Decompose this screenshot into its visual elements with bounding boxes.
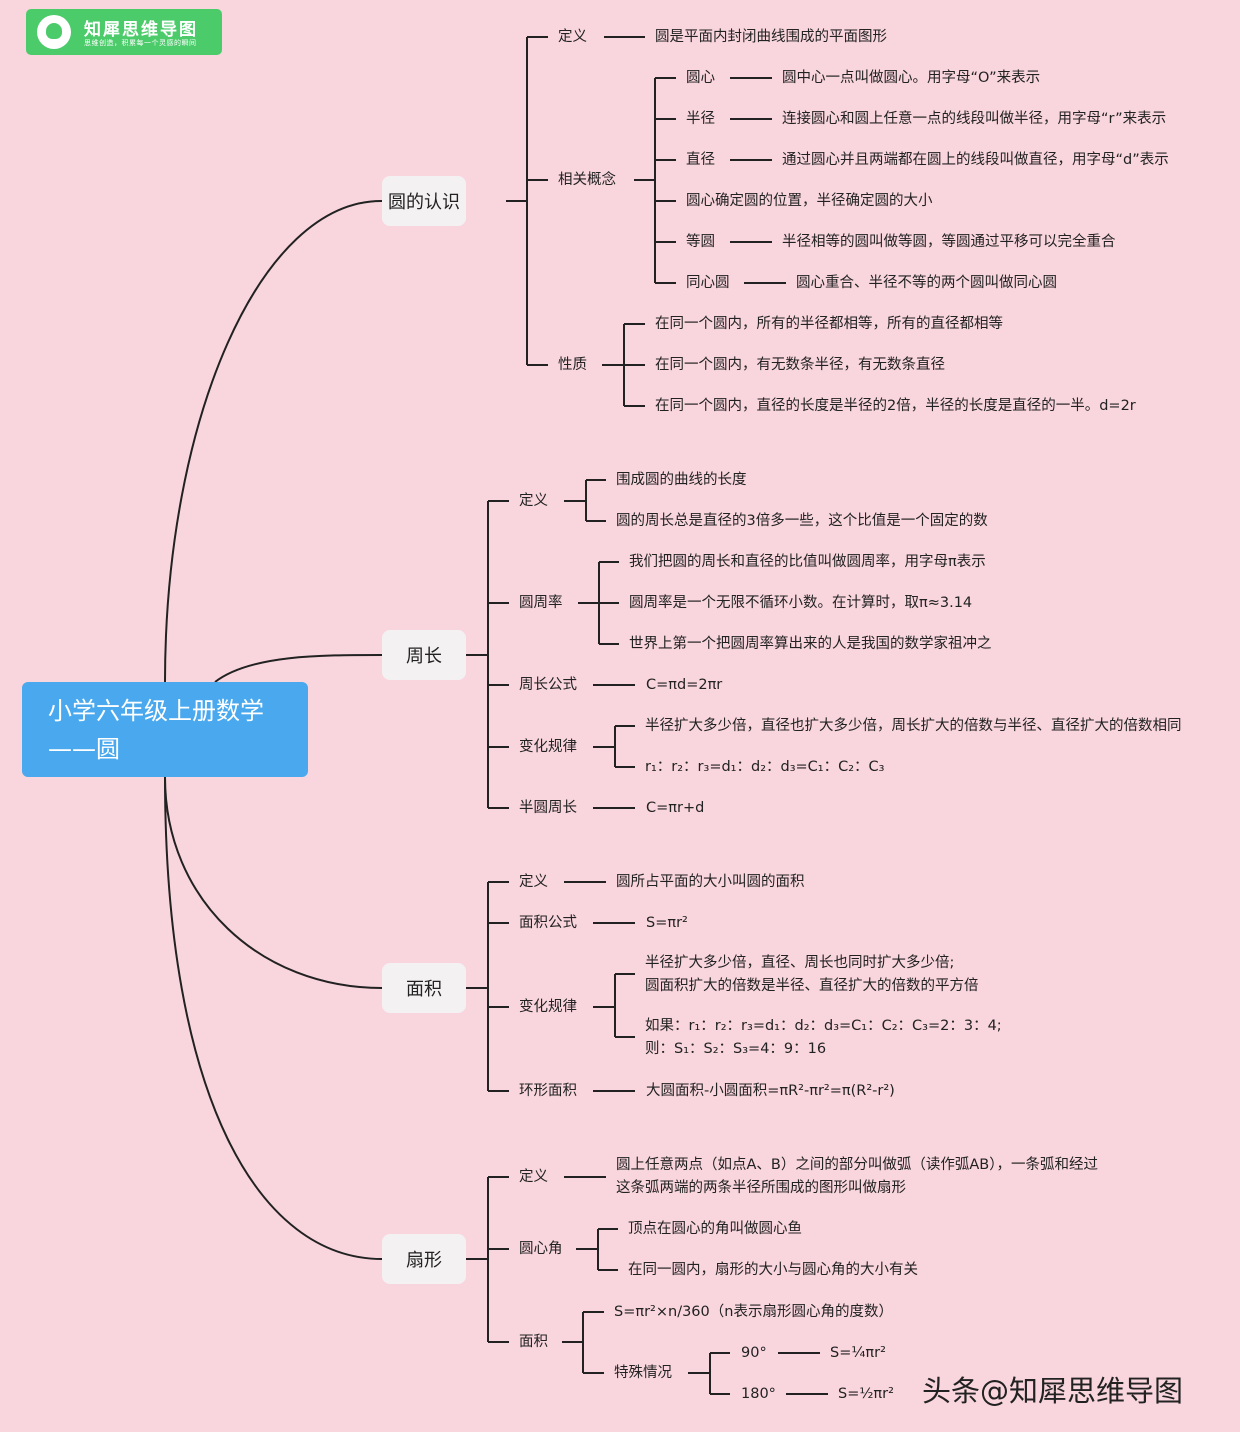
topic-text[interactable]: 这条弧两端的两条半径所围成的图形叫做扇形 — [616, 1180, 906, 1196]
topic-text[interactable]: S=¼πr² — [830, 1345, 886, 1361]
topic-text[interactable]: 圆上任意两点（如点A、B）之间的部分叫做弧（读作弧AB），一条弧和经过 — [616, 1157, 1098, 1173]
topic-text[interactable]: 半径扩大多少倍，直径、周长也同时扩大多少倍; — [645, 955, 955, 971]
logo-slogan: 思维创造，积累每一个灵感的瞬间 — [84, 39, 197, 47]
root-title-line1: 小学六年级上册数学 — [48, 697, 264, 725]
topic-text[interactable]: 圆心重合、半径不等的两个圆叫做同心圆 — [796, 275, 1057, 291]
topic-label[interactable]: 环形面积 — [519, 1083, 577, 1099]
topic-text[interactable]: 圆的周长总是直径的3倍多一些，这个比值是一个固定的数 — [616, 513, 988, 529]
topic-text[interactable]: 在同一个圆内，直径的长度是半径的2倍，半径的长度是直径的一半。d=2r — [655, 398, 1136, 414]
topic-text[interactable]: 圆周率是一个无限不循环小数。在计算时，取π≈3.14 — [629, 595, 973, 611]
topic-text[interactable]: 圆心确定圆的位置，半径确定圆的大小 — [686, 193, 933, 209]
topic-text[interactable]: 半径扩大多少倍，直径也扩大多少倍，周长扩大的倍数与半径、直径扩大的倍数相同 — [645, 718, 1182, 734]
topic-text[interactable]: 半径相等的圆叫做等圆，等圆通过平移可以完全重合 — [782, 234, 1116, 250]
topic-label[interactable]: 面积公式 — [519, 915, 577, 931]
topic-text[interactable]: 如果：r₁：r₂：r₃=d₁：d₂：d₃=C₁：C₂：C₃=2：3：4; — [645, 1018, 1002, 1034]
topic-label[interactable]: 定义 — [519, 1169, 548, 1185]
topic-text[interactable]: C=πr+d — [646, 800, 705, 816]
topic-text[interactable]: S=πr²×n/360（n表示扇形圆心角的度数） — [614, 1304, 893, 1320]
topic-label[interactable]: 变化规律 — [519, 999, 577, 1015]
topic-text[interactable]: 顶点在圆心的角叫做圆心鱼 — [628, 1221, 802, 1237]
topic-label[interactable]: 半径 — [686, 111, 715, 127]
watermark-prefix: 头条 — [922, 1374, 981, 1408]
topic-label[interactable]: 定义 — [558, 29, 587, 45]
topic-label[interactable]: 定义 — [519, 874, 548, 890]
topic-text[interactable]: 圆是平面内封闭曲线围成的平面图形 — [655, 29, 887, 45]
topic-text[interactable]: 通过圆心并且两端都在圆上的线段叫做直径，用字母“d”表示 — [782, 152, 1169, 168]
branch-node-area[interactable]: 面积 — [382, 963, 466, 1013]
topic-text[interactable]: 在同一圆内，扇形的大小与圆心角的大小有关 — [628, 1262, 918, 1278]
topic-text[interactable]: r₁：r₂：r₃=d₁：d₂：d₃=C₁：C₂：C₃ — [645, 759, 885, 775]
topic-label[interactable]: 圆心角 — [519, 1241, 563, 1257]
topic-label[interactable]: 周长公式 — [519, 677, 577, 693]
branch-node-sector[interactable]: 扇形 — [382, 1234, 466, 1284]
topic-label[interactable]: 180° — [741, 1386, 776, 1402]
topic-text[interactable]: 则：S₁：S₂：S₃=4：9：16 — [645, 1041, 827, 1057]
topic-text[interactable]: 在同一个圆内，有无数条半径，有无数条直径 — [655, 357, 945, 373]
topic-text[interactable]: C=πd=2πr — [646, 677, 723, 693]
topic-label[interactable]: 90° — [741, 1345, 767, 1361]
root-node[interactable]: 小学六年级上册数学 ——圆 — [22, 682, 308, 777]
topic-text[interactable]: S=½πr² — [838, 1386, 894, 1402]
app-logo: 知犀思维导图 思维创造，积累每一个灵感的瞬间 — [26, 9, 222, 55]
topic-text[interactable]: 我们把圆的周长和直径的比值叫做圆周率，用字母π表示 — [629, 554, 986, 570]
topic-label[interactable]: 性质 — [558, 357, 587, 373]
topic-label[interactable]: 圆周率 — [519, 595, 563, 611]
topic-text[interactable]: 连接圆心和圆上任意一点的线段叫做半径，用字母“r”来表示 — [782, 111, 1167, 127]
topic-label[interactable]: 变化规律 — [519, 739, 577, 755]
logo-name: 知犀思维导图 — [84, 20, 198, 40]
branch-node-perimeter[interactable]: 周长 — [382, 630, 466, 680]
topic-text[interactable]: 在同一个圆内，所有的半径都相等，所有的直径都相等 — [655, 316, 1003, 332]
topic-label[interactable]: 同心圆 — [686, 275, 730, 291]
topic-label[interactable]: 定义 — [519, 493, 548, 509]
topic-label[interactable]: 直径 — [686, 152, 715, 168]
topic-text[interactable]: 围成圆的曲线的长度 — [616, 472, 747, 488]
rhino-icon — [37, 15, 71, 49]
topic-text[interactable]: S=πr² — [646, 915, 688, 931]
topic-text[interactable]: 世界上第一个把圆周率算出来的人是我国的数学家祖冲之 — [629, 636, 992, 652]
topic-text[interactable]: 大圆面积-小圆面积=πR²-πr²=π(R²-r²) — [646, 1083, 895, 1099]
topic-label[interactable]: 等圆 — [686, 234, 715, 250]
root-title-line2: ——圆 — [48, 735, 120, 763]
watermark: 头条@知犀思维导图 — [922, 1368, 1183, 1410]
topic-text[interactable]: 圆中心一点叫做圆心。用字母“O”来表示 — [782, 70, 1041, 86]
topic-label[interactable]: 相关概念 — [558, 172, 616, 188]
topic-label[interactable]: 特殊情况 — [614, 1365, 672, 1381]
watermark-name: @知犀思维导图 — [980, 1374, 1184, 1408]
topic-text[interactable]: 圆面积扩大的倍数是半径、直径扩大的倍数的平方倍 — [645, 978, 979, 994]
topic-label[interactable]: 半圆周长 — [519, 800, 577, 816]
branch-node-circle-basics[interactable]: 圆的认识 — [382, 176, 466, 226]
topic-text[interactable]: 圆所占平面的大小叫圆的面积 — [616, 874, 805, 890]
topic-label[interactable]: 面积 — [519, 1334, 548, 1350]
topic-label[interactable]: 圆心 — [686, 70, 715, 86]
